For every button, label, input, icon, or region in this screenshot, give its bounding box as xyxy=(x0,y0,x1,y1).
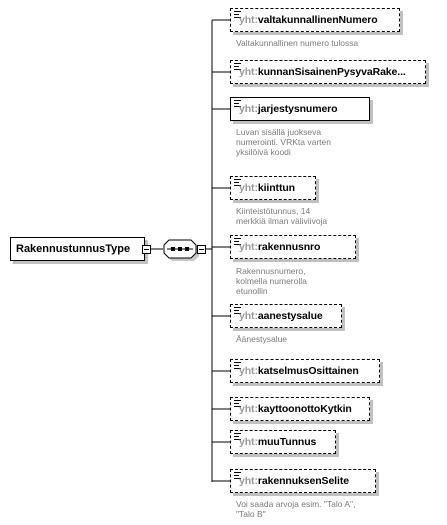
element-label: yht:rakennusnro xyxy=(239,241,320,253)
namespace-prefix: yht: xyxy=(239,241,258,253)
namespace-prefix: yht: xyxy=(239,14,258,26)
sequence-compositor xyxy=(163,239,199,261)
namespace-prefix: yht: xyxy=(239,403,258,415)
element-box-jarjestysnumero[interactable]: yht:jarjestysnumero xyxy=(230,97,370,121)
element-description: Luvan sisällä juokseva numerointi. VRKta… xyxy=(236,127,331,157)
element-marker-icon xyxy=(234,433,241,441)
element-description: Voi saada arvoja esim. "Talo A", "Talo B… xyxy=(236,499,356,519)
element-label: yht:kiinttun xyxy=(239,182,295,194)
element-box-kunnanSisainenPysyvaRake[interactable]: yht:kunnanSisainenPysyvaRake... xyxy=(230,60,426,84)
element-name: katselmusOsittainen xyxy=(257,365,359,377)
element-label: yht:kayttoonottoKytkin xyxy=(239,403,352,415)
namespace-prefix: yht: xyxy=(239,182,258,194)
element-marker-icon xyxy=(234,362,241,370)
element-box-rakennuksenSelite[interactable]: yht:rakennuksenSelite xyxy=(230,469,376,493)
sequence-collapse-toggle[interactable] xyxy=(197,245,206,254)
element-box-valtakunnallinenNumero[interactable]: yht:valtakunnallinenNumero xyxy=(230,8,400,32)
element-marker-icon xyxy=(234,307,241,315)
element-name: valtakunnallinenNumero xyxy=(257,14,378,26)
root-collapse-toggle[interactable] xyxy=(142,245,151,254)
element-description: Rakennusnumero, kolmella numerolla etuno… xyxy=(236,266,307,296)
element-label: yht:aanestysalue xyxy=(239,310,323,322)
element-name: rakennuksenSelite xyxy=(257,475,349,487)
element-marker-icon xyxy=(234,63,241,71)
element-label: yht:jarjestysnumero xyxy=(239,103,338,115)
element-name: kayttoonottoKytkin xyxy=(257,403,352,415)
element-box-kayttoonottoKytkin[interactable]: yht:kayttoonottoKytkin xyxy=(230,397,370,421)
namespace-prefix: yht: xyxy=(239,365,258,377)
element-label: yht:kunnanSisainenPysyvaRake... xyxy=(239,66,406,78)
element-box-rakennusnro[interactable]: yht:rakennusnro xyxy=(230,235,356,259)
element-marker-icon xyxy=(234,100,241,108)
branch-lines xyxy=(212,19,230,482)
root-type-label: RakennustunnusType xyxy=(16,243,131,255)
element-marker-icon xyxy=(234,179,241,187)
element-description: Valtakunnallinen numero tulossa xyxy=(236,38,359,48)
element-marker-icon xyxy=(234,472,241,480)
element-description: Kiinteistötunnus, 14 merkkiä ilman väliv… xyxy=(236,206,328,226)
element-name: kiinttun xyxy=(257,182,295,194)
namespace-prefix: yht: xyxy=(239,475,258,487)
element-label: yht:rakennuksenSelite xyxy=(239,475,349,487)
element-marker-icon xyxy=(234,11,241,19)
element-description: Äänestysalue xyxy=(236,334,288,344)
element-box-aanestysalue[interactable]: yht:aanestysalue xyxy=(230,304,342,328)
element-label: yht:katselmusOsittainen xyxy=(239,365,359,377)
element-label: yht:valtakunnallinenNumero xyxy=(239,14,378,26)
element-label: yht:muuTunnus xyxy=(239,436,316,448)
element-name: jarjestysnumero xyxy=(257,103,338,115)
namespace-prefix: yht: xyxy=(239,436,258,448)
element-box-kiinttun[interactable]: yht:kiinttun xyxy=(230,176,316,200)
element-name: rakennusnro xyxy=(257,241,321,253)
element-marker-icon xyxy=(234,238,241,246)
element-name: kunnanSisainenPysyvaRake... xyxy=(257,66,406,78)
element-name: muuTunnus xyxy=(257,436,317,448)
element-marker-icon xyxy=(234,400,241,408)
element-name: aanestysalue xyxy=(257,310,323,322)
element-box-muuTunnus[interactable]: yht:muuTunnus xyxy=(230,430,336,454)
namespace-prefix: yht: xyxy=(239,66,258,78)
namespace-prefix: yht: xyxy=(239,103,258,115)
element-box-katselmusOsittainen[interactable]: yht:katselmusOsittainen xyxy=(230,359,380,383)
namespace-prefix: yht: xyxy=(239,310,258,322)
root-type-box[interactable]: RakennustunnusType xyxy=(10,237,145,261)
